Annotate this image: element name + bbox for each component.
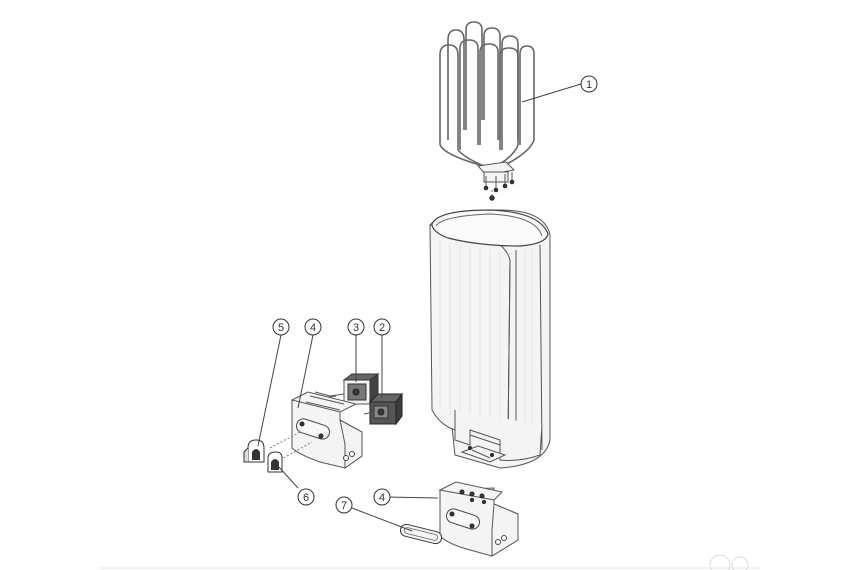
callout-4-lower: 4 — [373, 488, 391, 506]
control-housing-bottom — [438, 481, 519, 557]
knob-cap — [267, 451, 283, 473]
control-housing-left — [269, 391, 363, 469]
callout-label: 7 — [341, 500, 347, 512]
callout-label: 6 — [303, 492, 309, 504]
knob — [243, 439, 265, 463]
corner-logo-icon — [709, 554, 749, 570]
cover-plate — [399, 523, 443, 545]
callout-4-upper: 4 — [304, 318, 322, 336]
switch — [321, 373, 380, 405]
callout-6: 6 — [297, 488, 315, 506]
heating-elements — [439, 21, 535, 201]
callout-7: 7 — [335, 496, 353, 514]
leader-lines — [257, 83, 582, 532]
thermostat — [363, 392, 403, 426]
callout-5: 5 — [272, 318, 290, 336]
callout-label: 2 — [379, 322, 385, 334]
callout-label: 1 — [586, 79, 592, 91]
heater-body — [429, 209, 551, 469]
callout-2: 2 — [373, 318, 391, 336]
callout-label: 3 — [353, 322, 359, 334]
callout-label: 5 — [278, 322, 284, 334]
callout-label: 4 — [310, 322, 316, 334]
callout-1: 1 — [580, 75, 598, 93]
callout-3: 3 — [347, 318, 365, 336]
callout-label: 4 — [379, 492, 385, 504]
